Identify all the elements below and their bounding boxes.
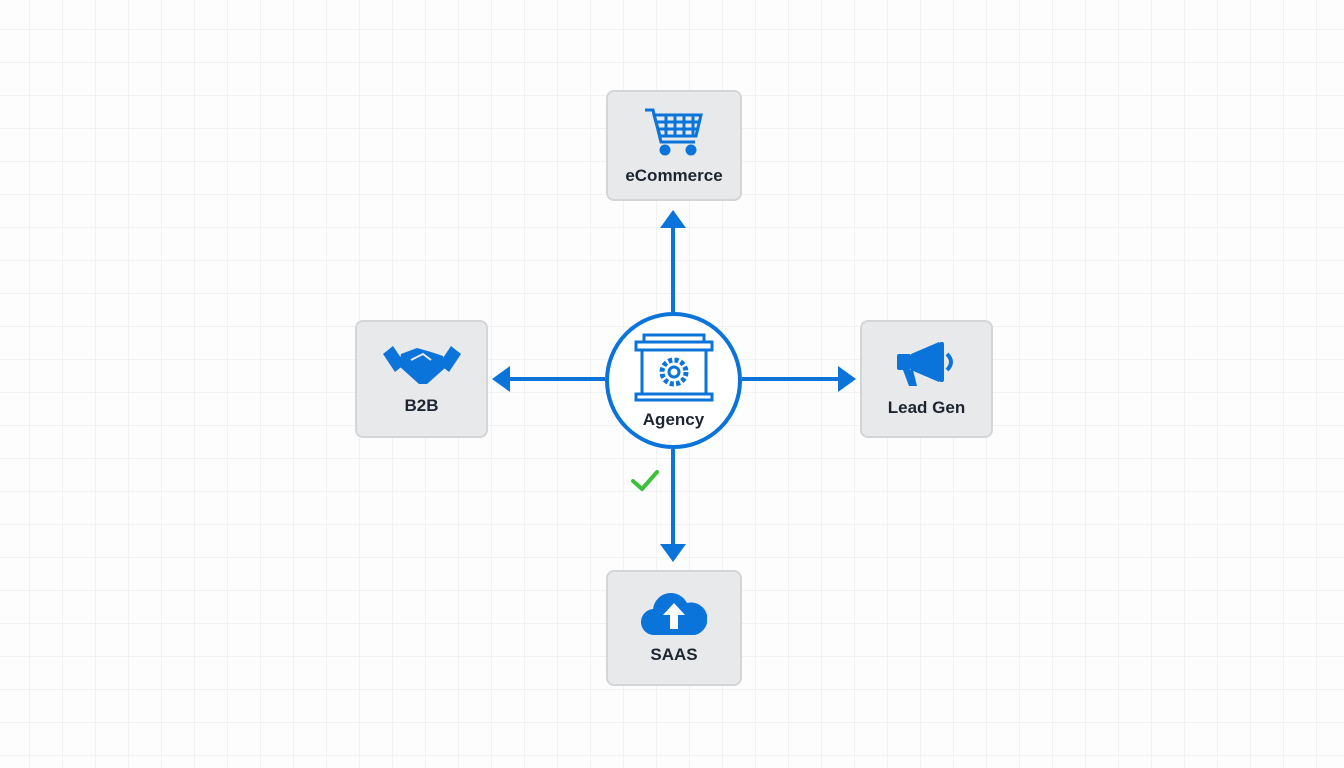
node-label: eCommerce [625,165,723,185]
shopping-cart-icon [645,108,703,155]
arrowhead-left [492,366,510,392]
handshake-icon [382,346,461,384]
agency-label: Agency [642,409,705,429]
check-icon [631,470,659,491]
arrowhead-up [660,210,686,228]
node-label: Lead Gen [887,398,966,417]
node-ecommerce[interactable]: eCommerce [606,90,742,201]
node-label: SAAS [650,645,698,664]
node-label: B2B [404,396,439,415]
factory-gear-icon [634,333,713,401]
arrowhead-down [660,544,686,562]
agency-node[interactable]: Agency [605,312,742,449]
cloud-upload-icon [641,593,707,636]
node-b2b[interactable]: B2B [355,320,488,438]
node-saas[interactable]: SAAS [606,570,742,686]
arrowhead-right [838,366,856,392]
node-lead-gen[interactable]: Lead Gen [860,320,993,438]
megaphone-icon [896,342,953,386]
